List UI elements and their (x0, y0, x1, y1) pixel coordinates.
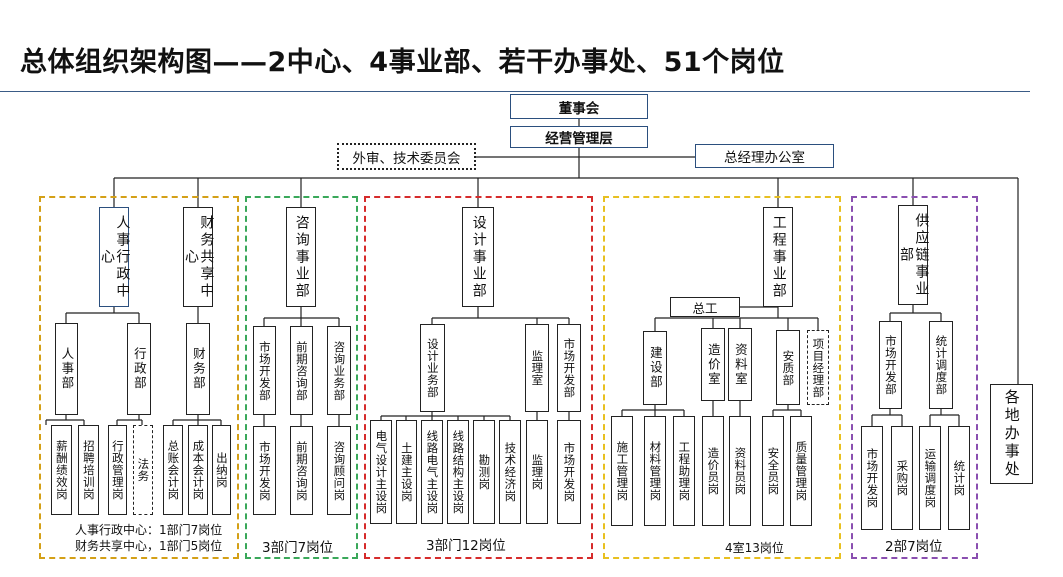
supply-market-dept-box: 市场开发部 (879, 321, 902, 409)
design-biz-dept-box: 设计业务部 (420, 324, 445, 412)
group-engineering-frame (603, 196, 841, 559)
quality-post-box: 质量管理岗 (790, 416, 812, 526)
material-mgr-post-box: 材料管理岗 (644, 416, 666, 526)
page-title: 总体组织架构图——2中心、4事业部、若干办事处、51个岗位 (20, 47, 785, 78)
stat-dispatch-dept-box: 统计调度部 (929, 321, 953, 409)
transport-post-box: 运输调度岗 (919, 426, 941, 530)
pm-dept-box: 项目经理部 (807, 330, 829, 405)
engineering-summary: 4室13岗位 (725, 541, 784, 555)
chief-engineer-box: 总工 (670, 297, 740, 317)
design-market-post-box: 市场开发岗 (557, 420, 581, 524)
hr-summary: 人事行政中心：1部门7岗位 (75, 523, 223, 537)
consult-unit-box: 咨询事业部 (286, 207, 316, 307)
gm-office-box: 总经理办公室 (695, 144, 834, 168)
supply-unit-box: 供应链事业部 (898, 205, 929, 305)
title-divider (0, 91, 1030, 92)
salary-post-box: 薪酬绩效岗 (51, 425, 72, 515)
committee-box: 外审、技术委员会 (337, 143, 476, 170)
finance-center-box: 财务共享中心 (183, 207, 214, 307)
board-box: 董事会 (510, 94, 648, 119)
advisor-post-box: 咨询顾问岗 (327, 426, 351, 515)
finance-dept-box: 财务部 (186, 323, 210, 415)
pre-consult-post-box: 前期咨询岗 (290, 426, 313, 515)
eng-assist-post-box: 工程助理岗 (673, 416, 695, 526)
regional-offices-box: 各地办事处 (990, 384, 1033, 484)
hr-center-box: 人事行政中心 (99, 207, 130, 307)
line-elec-post-box: 线路电气主设岗 (421, 420, 443, 524)
group-hr-finance-frame (39, 196, 239, 559)
design-unit-box: 设计事业部 (462, 207, 494, 307)
recruit-post-box: 招聘培训岗 (78, 425, 99, 515)
group-design-frame (364, 196, 593, 559)
supervision-office-box: 监理室 (525, 324, 549, 412)
purchase-post-box: 采购岗 (891, 426, 913, 530)
finance-summary: 财务共享中心，1部门5岗位 (75, 539, 223, 553)
safety-post-box: 安全员岗 (762, 416, 784, 526)
admin-dept-box: 行政部 (127, 323, 151, 415)
cost-post-box: 造价员岗 (702, 416, 724, 526)
engineering-unit-box: 工程事业部 (763, 207, 793, 307)
consult-market-post-box: 市场开发岗 (253, 426, 276, 515)
tech-econ-post-box: 技术经济岗 (499, 420, 521, 524)
civil-lead-post-box: 土建主设岗 (396, 420, 417, 524)
data-office-box: 资料室 (728, 328, 752, 401)
line-struct-post-box: 线路结构主设岗 (447, 420, 469, 524)
cost-office-box: 造价室 (701, 328, 725, 401)
consult-summary: 3部门7岗位 (262, 540, 334, 556)
safety-dept-box: 安质部 (776, 330, 800, 405)
supervision-post-box: 监理岗 (526, 420, 548, 524)
design-market-dept-box: 市场开发部 (557, 324, 581, 412)
group-consult-frame (245, 196, 358, 559)
design-summary: 3部门12岗位 (426, 538, 506, 554)
legal-box: 法务 (133, 425, 153, 515)
data-post-box: 资料员岗 (729, 416, 751, 526)
ledger-post-box: 总账会计岗 (163, 425, 183, 515)
supply-market-post-box: 市场开发岗 (861, 426, 883, 530)
cashier-post-box: 出纳岗 (212, 425, 231, 515)
construct-mgr-post-box: 施工管理岗 (611, 416, 633, 526)
supply-summary: 2部7岗位 (885, 539, 943, 555)
stat-post-box: 统计岗 (948, 426, 970, 530)
hr-dept-box: 人事部 (55, 323, 78, 415)
consult-biz-dept-box: 咨询业务部 (327, 326, 351, 415)
survey-post-box: 勘测岗 (473, 420, 495, 524)
cost-acc-post-box: 成本会计岗 (188, 425, 208, 515)
build-dept-box: 建设部 (643, 331, 667, 405)
elec-lead-post-box: 电气设计主设岗 (370, 420, 392, 524)
consult-market-dept-box: 市场开发部 (253, 326, 276, 415)
management-box: 经营管理层 (510, 126, 648, 148)
pre-consult-dept-box: 前期咨询部 (290, 326, 313, 415)
group-supply-frame (851, 196, 978, 559)
admin-mgmt-post-box: 行政管理岗 (108, 425, 127, 515)
